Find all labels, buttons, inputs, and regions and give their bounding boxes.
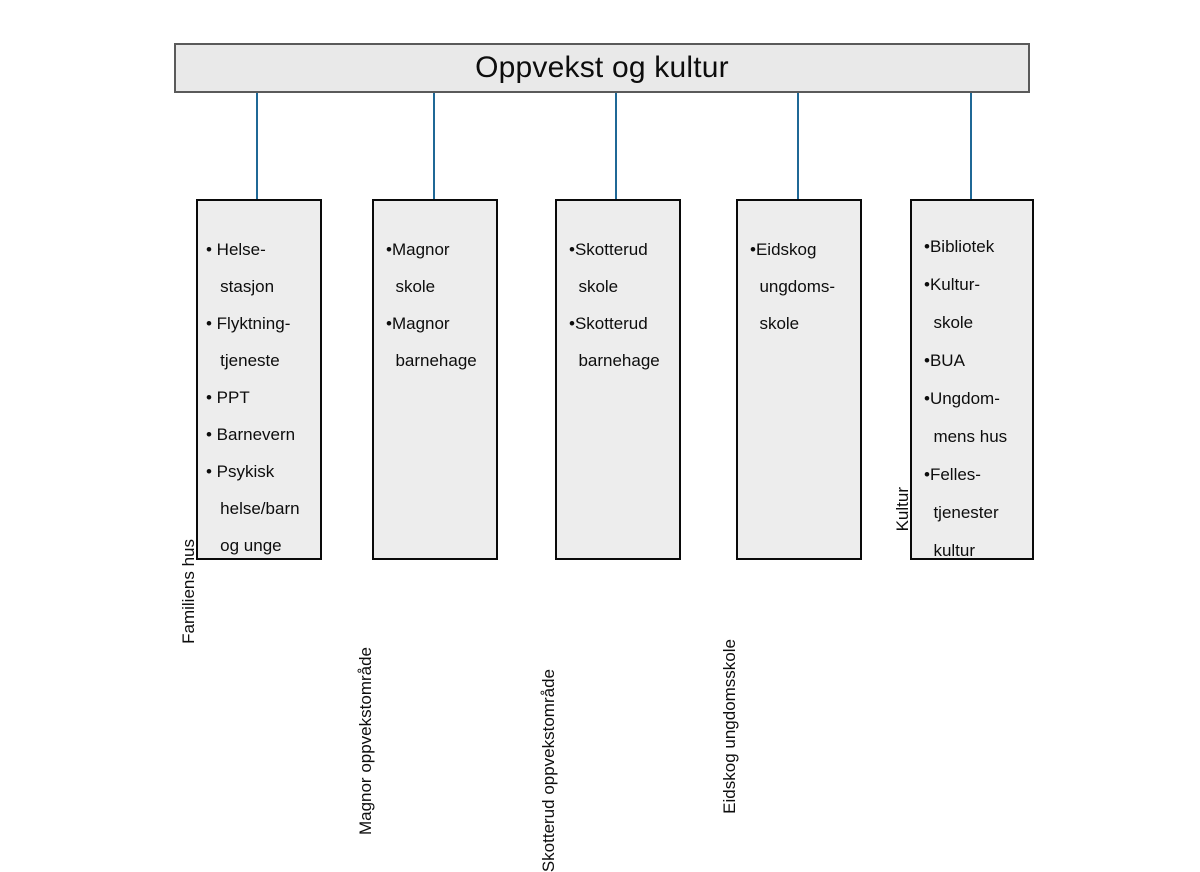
column-box-magnor-oppvekstomrade[interactable]: •Magnor skole •Magnor barnehage <box>372 199 498 560</box>
list-item: skole <box>386 277 436 296</box>
connector-line-5 <box>970 93 972 199</box>
connector-line-1 <box>256 93 258 199</box>
list-item: mens hus <box>924 427 1008 446</box>
list-item: • Barnevern <box>206 425 296 444</box>
column-label-magnor-oppvekstomrade: Magnor oppvekstområde <box>356 647 375 836</box>
list-item: og unge <box>206 536 282 555</box>
list-item: skole <box>924 313 974 332</box>
list-item: • Psykisk <box>206 462 275 481</box>
list-item: •Ungdom- <box>924 389 1000 408</box>
column-label-familiens-hus: Familiens hus <box>179 539 198 644</box>
list-item: •Skotterud <box>569 314 648 333</box>
root-node-oppvekst-og-kultur[interactable]: Oppvekst og kultur <box>174 43 1030 93</box>
item-list-kultur: •Bibliotek •Kultur- skole •BUA •Ungdom- … <box>912 201 1032 560</box>
connector-line-2 <box>433 93 435 199</box>
list-item: barnehage <box>386 351 477 370</box>
item-list-familiens-hus: • Helse- stasjon • Flyktning- tjeneste •… <box>198 201 320 558</box>
list-item: • Helse- <box>206 240 266 259</box>
column-label-skotterud-oppvekstomrade: Skotterud oppvekstområde <box>539 669 558 872</box>
list-item: barnehage <box>569 351 660 370</box>
connector-line-3 <box>615 93 617 199</box>
item-list-eidskog-ungdomsskole: •Eidskog ungdoms- skole <box>738 201 860 342</box>
list-item: ungdoms- <box>750 277 836 296</box>
list-item: •Felles- <box>924 465 981 484</box>
list-item: •Kultur- <box>924 275 981 294</box>
list-item: •BUA <box>924 351 965 370</box>
column-box-skotterud-oppvekstomrade[interactable]: •Skotterud skole •Skotterud barnehage <box>555 199 681 560</box>
page-title: Oppvekst og kultur <box>475 51 729 84</box>
list-item: stasjon <box>206 277 275 296</box>
list-item: skole <box>750 314 800 333</box>
list-item: •Magnor <box>386 240 450 259</box>
list-item: tjeneste <box>206 351 280 370</box>
item-list-skotterud-oppvekstomrade: •Skotterud skole •Skotterud barnehage <box>557 201 679 379</box>
column-box-familiens-hus[interactable]: • Helse- stasjon • Flyktning- tjeneste •… <box>196 199 322 560</box>
list-item: • Flyktning- <box>206 314 291 333</box>
list-item: •Bibliotek <box>924 237 995 256</box>
list-item: helse/barn <box>206 499 300 518</box>
list-item: •Magnor <box>386 314 450 333</box>
connector-line-4 <box>797 93 799 199</box>
list-item: skole <box>569 277 619 296</box>
list-item: •Skotterud <box>569 240 648 259</box>
column-label-kultur: Kultur <box>893 487 912 532</box>
item-list-magnor-oppvekstomrade: •Magnor skole •Magnor barnehage <box>374 201 496 379</box>
column-box-kultur[interactable]: •Bibliotek •Kultur- skole •BUA •Ungdom- … <box>910 199 1034 560</box>
list-item: tjenester <box>924 503 999 522</box>
diagram-canvas: Oppvekst og kultur Familiens hus • Helse… <box>174 43 1034 872</box>
list-item: •Eidskog <box>750 240 817 259</box>
column-label-eidskog-ungdomsskole: Eidskog ungdomsskole <box>720 639 739 814</box>
list-item: kultur <box>924 541 976 560</box>
list-item: • PPT <box>206 388 250 407</box>
column-box-eidskog-ungdomsskole[interactable]: •Eidskog ungdoms- skole <box>736 199 862 560</box>
